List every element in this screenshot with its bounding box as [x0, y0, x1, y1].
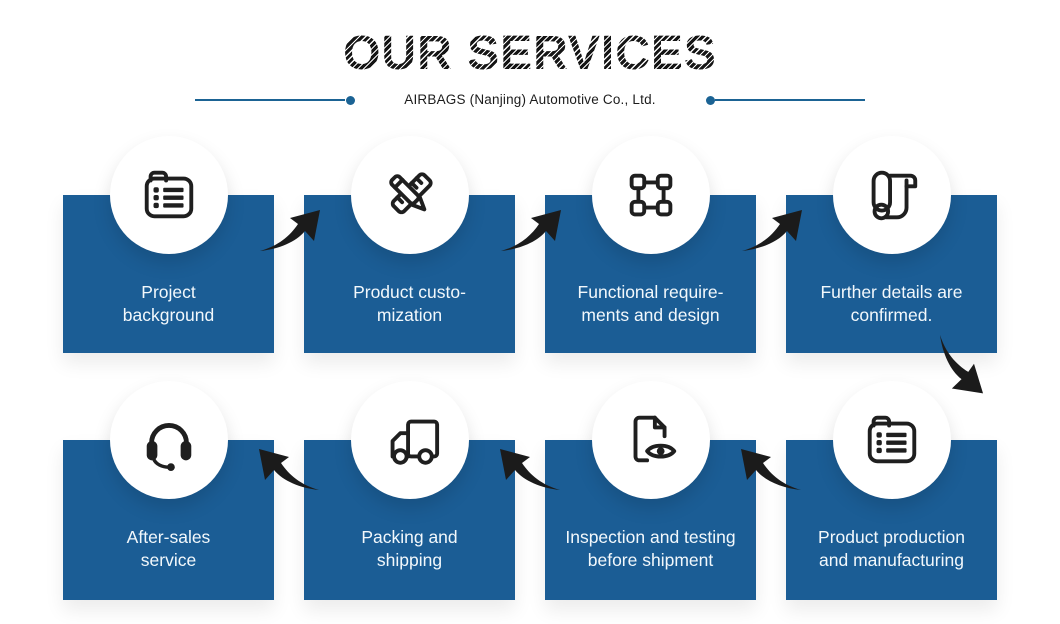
step-label: Product production and manufacturing	[818, 527, 965, 570]
step-icon-circle	[832, 381, 951, 499]
arrow-left-icon	[257, 437, 321, 493]
arrow-right-icon	[740, 198, 804, 254]
arrow-right-icon	[258, 198, 322, 254]
step-box-project-background: Project background	[63, 136, 274, 353]
subtitle-dot-right	[706, 95, 715, 105]
step-icon-circle	[591, 136, 710, 254]
step-icon-circle	[109, 136, 228, 254]
step-box-product-production: Product production and manufacturing	[786, 381, 997, 600]
subtitle-rule-left	[195, 99, 345, 101]
arrow-down-icon	[937, 331, 995, 397]
headset-icon	[146, 423, 191, 471]
step-label: Functional require- ments and design	[577, 282, 724, 325]
folder-list-icon	[144, 170, 193, 219]
step-box-functional-requirements: Functional require- ments and design	[545, 136, 756, 353]
folder-list-icon	[867, 415, 916, 464]
step-icon-circle	[832, 136, 951, 254]
arrow-right-icon	[499, 198, 563, 254]
step-label: Packing and shipping	[361, 527, 458, 570]
step-box-packing-shipping: Packing and shipping	[304, 381, 515, 600]
company-subtitle: AIRBAGS (Nanjing) Automotive Co., Ltd.	[404, 92, 656, 107]
truck-icon	[390, 419, 439, 465]
document-eye-icon	[633, 415, 676, 463]
step-box-further-details: Further details are confirmed.	[786, 136, 997, 353]
step-icon-circle	[591, 381, 710, 499]
step-icon-circle	[350, 136, 469, 254]
arrow-left-icon	[739, 437, 803, 493]
pencil-ruler-icon	[388, 172, 433, 215]
step-label: Inspection and testing before shipment	[565, 527, 736, 570]
arrow-left-icon	[498, 437, 562, 493]
step-box-inspection-testing: Inspection and testing before shipment	[545, 381, 756, 600]
step-box-product-customization: Product custo- mization	[304, 136, 515, 353]
step-label: After-sales service	[126, 527, 211, 570]
subtitle-rule-right	[715, 99, 865, 101]
page-title: OUR SERVICES	[0, 26, 1060, 81]
step-icon-circle	[350, 381, 469, 499]
step-icon-circle	[109, 381, 228, 499]
blueprint-scroll-icon	[871, 170, 917, 221]
step-box-after-sales: After-sales service	[63, 381, 274, 600]
step-label: Project background	[122, 282, 215, 325]
step-label: Product custo- mization	[353, 282, 466, 325]
subtitle-dot-left	[346, 95, 355, 105]
step-label: Further details are confirmed.	[820, 282, 963, 325]
frame-nodes-icon	[629, 173, 672, 217]
